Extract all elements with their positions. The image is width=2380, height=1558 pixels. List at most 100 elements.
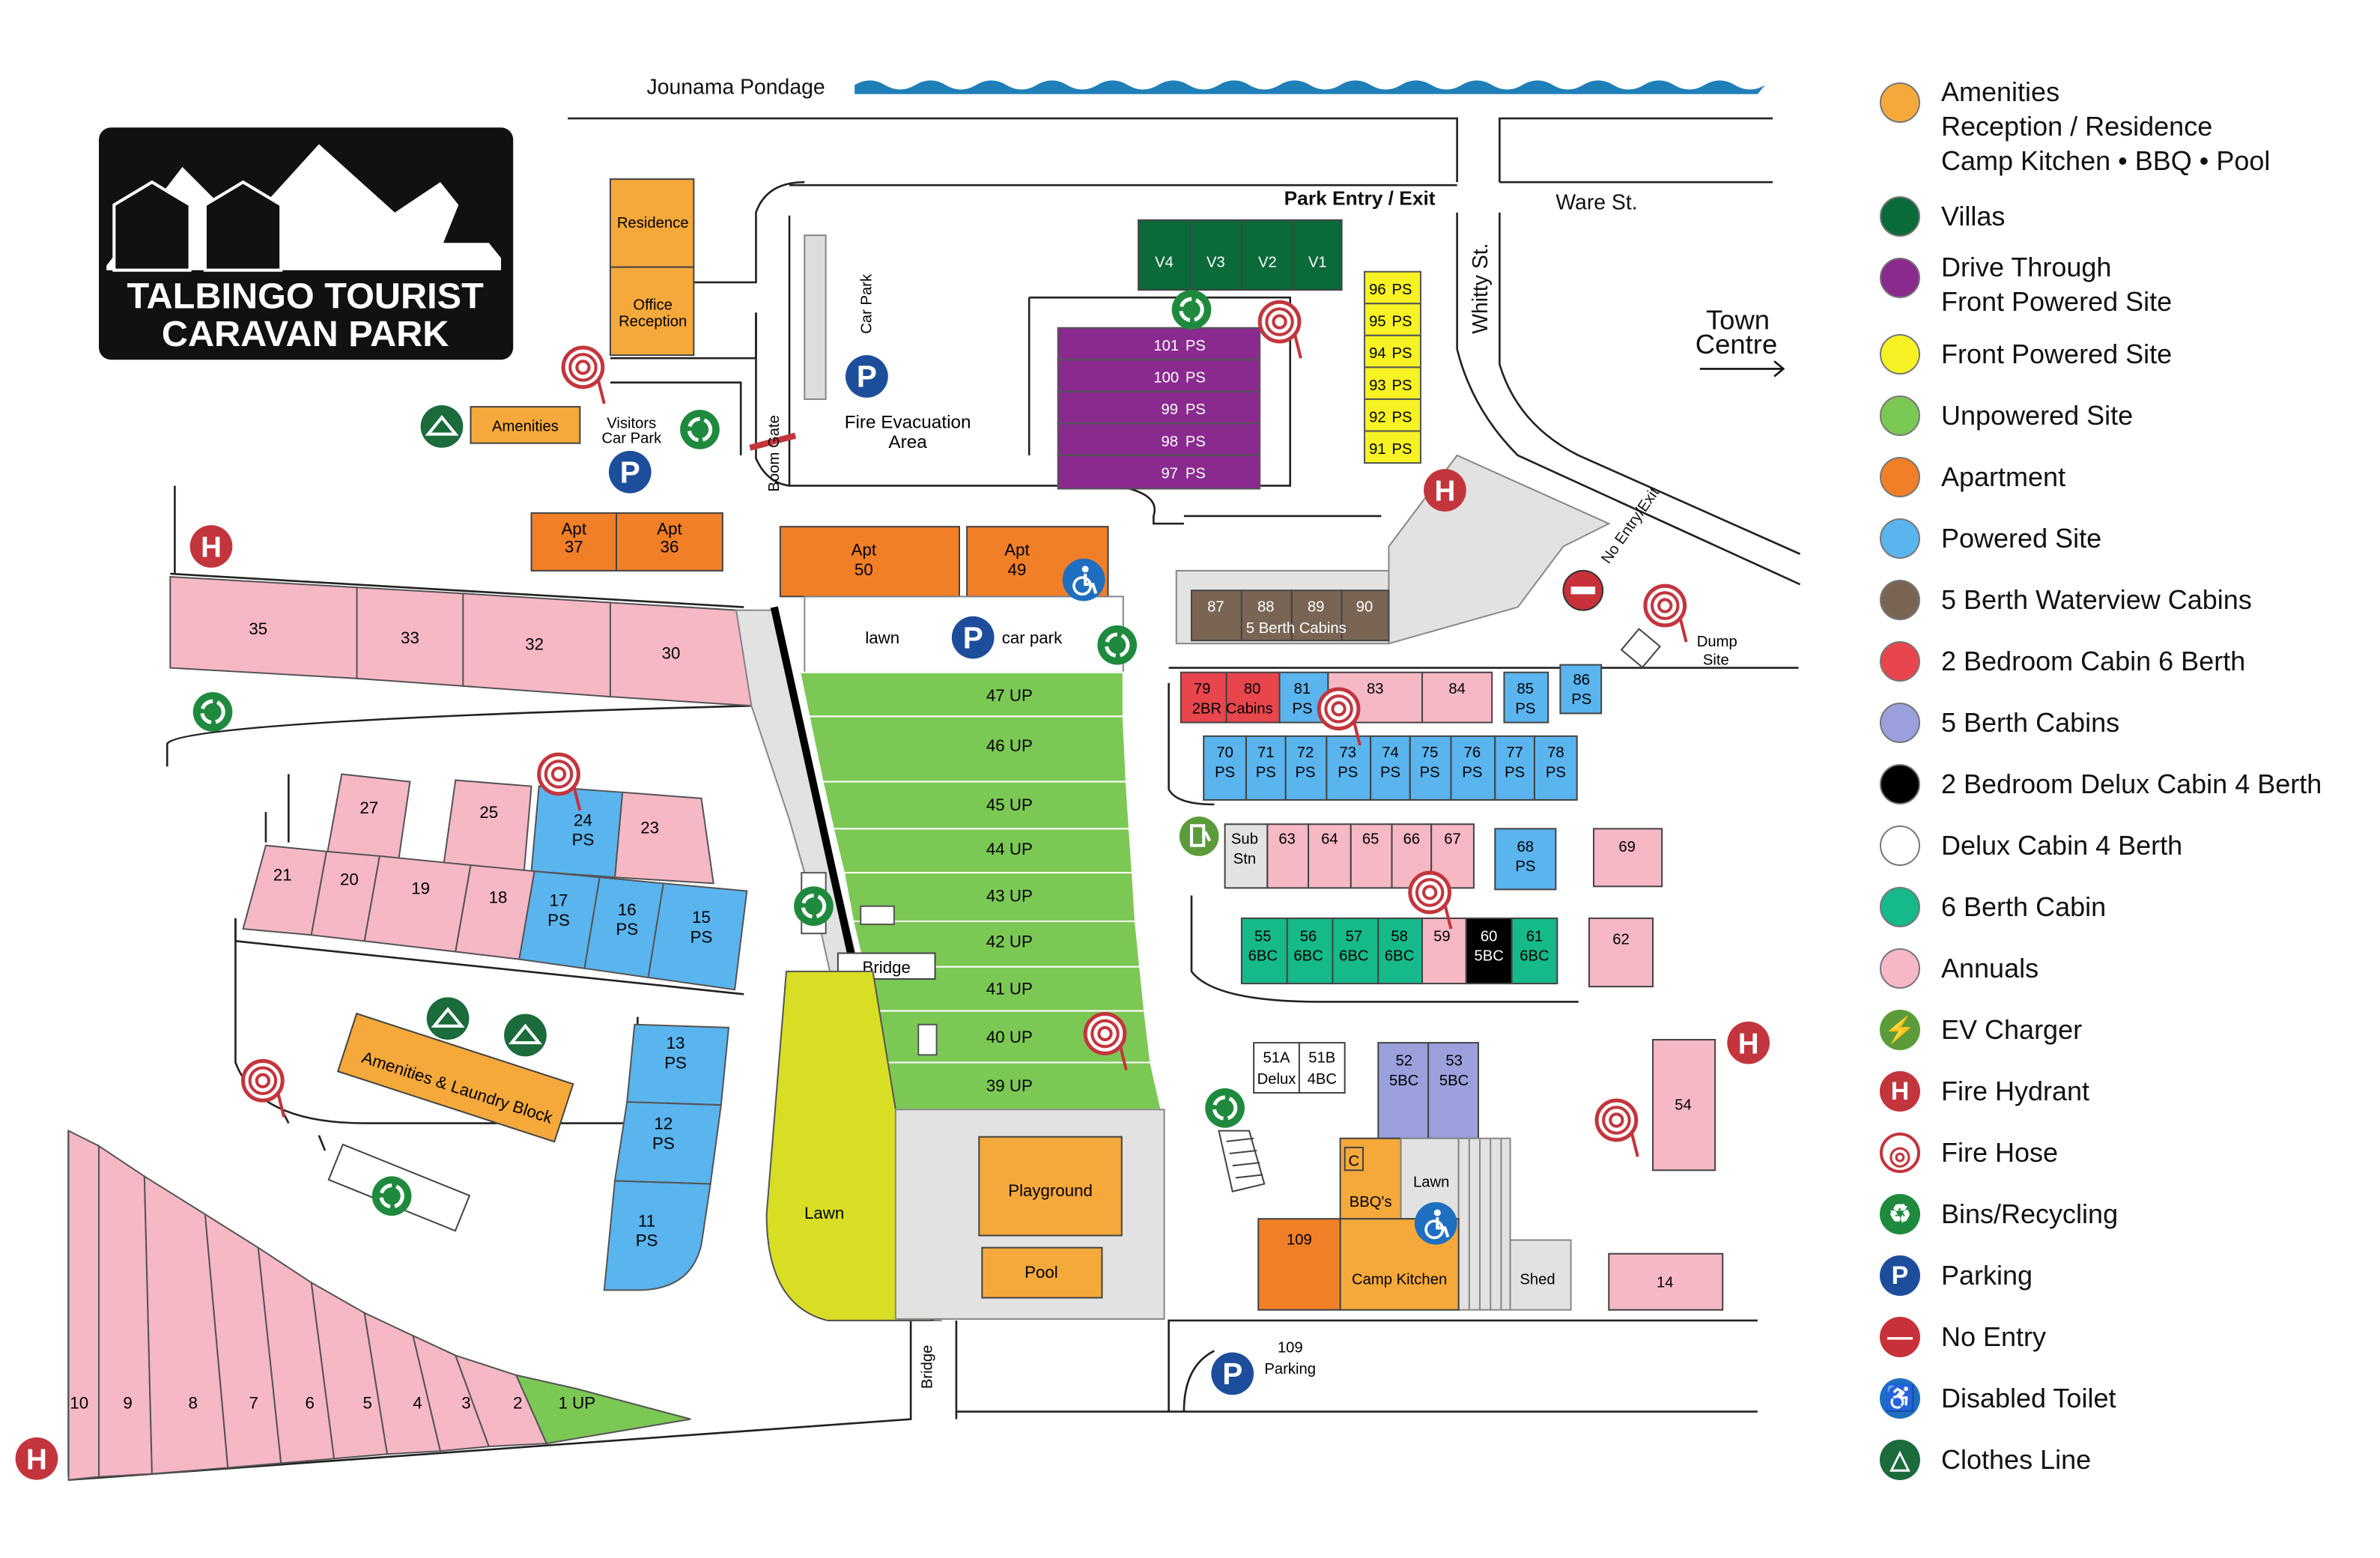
clothes-icon: △	[1880, 1440, 1920, 1480]
no-entry-icon	[1562, 569, 1604, 611]
legend-swatch	[1880, 887, 1920, 927]
fire-evac-label-2: Area	[888, 432, 927, 452]
legend-swatch	[1880, 703, 1920, 743]
ps-92: PS	[1392, 409, 1412, 425]
site-78: 78	[1547, 745, 1564, 761]
parking-icon	[846, 355, 888, 398]
site-79: 79	[1194, 681, 1211, 697]
visitors-label-2: Car Park	[601, 431, 662, 447]
legend-item: Annuals	[1872, 941, 2367, 1001]
ps-16: PS	[616, 920, 638, 939]
villa-v3: V3	[1206, 255, 1225, 271]
legend-line: Fire Hydrant	[1941, 1076, 2090, 1106]
site-20: 20	[340, 870, 359, 888]
legend-swatch	[1880, 457, 1920, 497]
site-74: 74	[1382, 745, 1399, 761]
legend-item: Apartment	[1872, 449, 2367, 509]
logo-title-2: CARAVAN PARK	[162, 314, 449, 354]
apartments: Apt 37 Apt 36 Apt 50 Apt 49	[530, 512, 1109, 598]
site-67: 67	[1444, 831, 1461, 848]
legend-line: Fire Hose	[1941, 1137, 2059, 1168]
legend-swatch	[1880, 196, 1920, 237]
ps-70: PS	[1215, 765, 1235, 781]
legend-line: Apartment	[1941, 461, 2066, 492]
legend-label: No Entry	[1941, 1320, 2046, 1354]
site-51b-type: 4BC	[1308, 1071, 1337, 1088]
legend-label: Powered Site	[1941, 521, 2101, 556]
ps-13: PS	[664, 1054, 687, 1073]
site-8: 8	[188, 1393, 197, 1412]
two-br-label: 2BR Cabins	[1192, 700, 1273, 717]
site-91: 91	[1369, 441, 1386, 458]
ps-91: PS	[1392, 441, 1412, 458]
villa-v2: V2	[1258, 255, 1277, 271]
site-15: 15	[692, 908, 711, 927]
car-park-label: Car Park	[858, 273, 875, 334]
site-69: 69	[1618, 839, 1636, 855]
site-18: 18	[489, 888, 508, 907]
clothes-line-icon	[427, 997, 470, 1040]
legend-item: 5 Berth Waterview Cabins	[1872, 572, 2367, 632]
fire-hose-icon	[1597, 1100, 1638, 1157]
legend-line: Bins/Recycling	[1941, 1198, 2119, 1229]
legend-item: ♻Bins/Recycling	[1872, 1186, 2367, 1246]
grey-area-right	[1388, 454, 1611, 645]
ps-78: PS	[1546, 765, 1566, 781]
bc-52: 5BC	[1389, 1073, 1418, 1089]
site-1up: 1 UP	[559, 1393, 596, 1412]
legend-label: Villas	[1941, 199, 2005, 234]
site-14: 14	[1657, 1274, 1674, 1291]
drive-through-sites: 101 100 99 98 97 PS PS PS PS PS	[1057, 327, 1261, 490]
site-87: 87	[1207, 599, 1224, 616]
site-13: 13	[667, 1034, 685, 1052]
apt-49-a: Apt	[1004, 541, 1030, 560]
site-109: 109	[1287, 1232, 1312, 1249]
legend-swatch	[1880, 580, 1920, 620]
fire-evac-label-1: Fire Evacuation	[845, 412, 971, 432]
site-54: 54	[1675, 1097, 1692, 1113]
ps-94: PS	[1392, 345, 1412, 362]
noentry-icon: —	[1880, 1317, 1920, 1357]
parking-icon	[1211, 1352, 1254, 1395]
legend-line: 2 Bedroom Cabin 6 Berth	[1941, 646, 2246, 676]
bc-57: 6BC	[1339, 948, 1368, 965]
legend-line: 2 Bedroom Delux Cabin 4 Berth	[1941, 769, 2322, 799]
ps-85: PS	[1515, 700, 1535, 717]
site-58: 58	[1391, 928, 1408, 945]
legend-label: 6 Berth Cabin	[1941, 890, 2106, 924]
disabled-toilet-icon	[1063, 559, 1105, 601]
site-57: 57	[1346, 928, 1363, 945]
fire-hose-icon	[563, 348, 604, 404]
site-54-box	[1652, 1039, 1716, 1171]
legend-line: Unpowered Site	[1941, 400, 2134, 431]
hydrant-icon	[15, 1437, 58, 1480]
recycle-icon	[1097, 625, 1137, 665]
path-marker-2	[860, 905, 895, 926]
site-41up: 41 UP	[986, 979, 1033, 998]
ev-icon: ⚡	[1880, 1010, 1920, 1050]
site-52: 52	[1395, 1053, 1412, 1070]
site-21: 21	[273, 865, 292, 884]
legend-line: Amenities	[1941, 76, 2060, 107]
bc-61: 6BC	[1520, 948, 1549, 965]
visitors-label-1: Visitors	[607, 415, 656, 431]
legend-label: Clothes Line	[1941, 1443, 2091, 1477]
ps-96: PS	[1392, 282, 1412, 298]
legend-item: 2 Bedroom Delux Cabin 4 Berth	[1872, 757, 2367, 816]
site-84: 84	[1448, 681, 1466, 697]
whitty-st-label: Whitty St.	[1469, 243, 1493, 333]
site-99: 99	[1161, 401, 1178, 418]
apt-49-b: 49	[1008, 560, 1027, 579]
site-43up: 43 UP	[986, 887, 1033, 906]
logo-title-1: TALBINGO TOURIST	[127, 276, 484, 316]
bc-58: 6BC	[1385, 948, 1414, 965]
legend-line: No Entry	[1941, 1321, 2047, 1352]
site-51a-type: Delux	[1257, 1071, 1296, 1088]
ps-81: PS	[1292, 700, 1312, 717]
park-entry-label: Park Entry / Exit	[1284, 187, 1436, 210]
legend-item: 2 Bedroom Cabin 6 Berth	[1872, 634, 2367, 694]
site-32: 32	[525, 634, 544, 653]
recycle-icon	[680, 410, 720, 449]
legend-label: 5 Berth Cabins	[1941, 706, 2119, 740]
